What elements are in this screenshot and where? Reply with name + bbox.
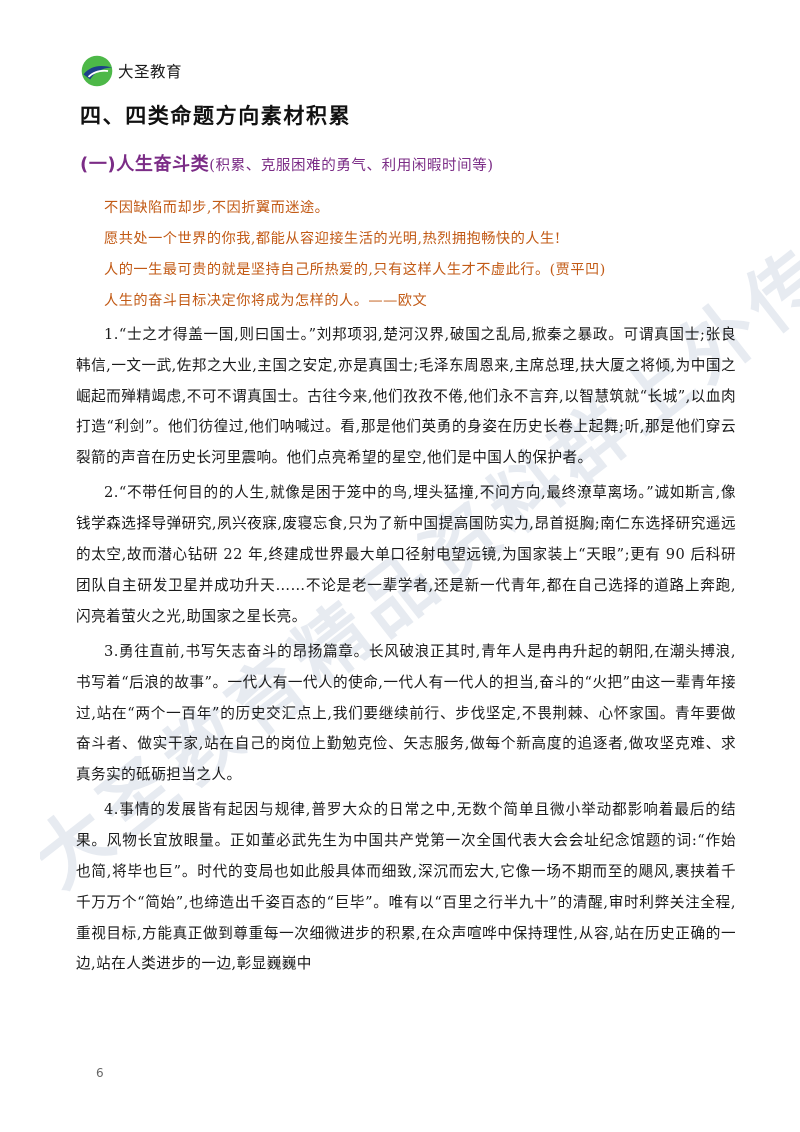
quote-item: 人的一生最可贵的就是坚持自己所热爱的,只有这样人生才不虚此行。(贾平凹) xyxy=(104,262,606,278)
section-subtitle: (积累、克服困难的勇气、利用闲暇时间等) xyxy=(209,158,494,174)
article-body: 1.“士之才得盖一国,则曰国士。”刘邦项羽,楚河汉界,破国之乱局,掀秦之暴政。可… xyxy=(76,320,736,985)
paragraph-4: 4.事情的发展皆有起因与规律,普罗大众的日常之中,无数个简单且微小举动都影响着最… xyxy=(76,801,736,973)
quote-item: 不因缺陷而却步,不因折翼而迷途。 xyxy=(104,200,330,216)
quote-list: 不因缺陷而却步,不因折翼而迷途。 愿共处一个世界的你我,都能从容迎接生活的光明,… xyxy=(104,193,606,317)
section-title: (一)人生奋斗类 xyxy=(80,154,210,175)
brand-logo-icon xyxy=(81,55,113,87)
brand-logo: 大圣教育 xyxy=(80,54,182,88)
quote-item: 人生的奋斗目标决定你将成为怎样的人。——欧文 xyxy=(104,293,428,309)
page-number: 6 xyxy=(96,1066,104,1080)
brand-name: 大圣教育 xyxy=(118,63,183,81)
section-heading: (一)人生奋斗类(积累、克服困难的勇气、利用闲暇时间等) xyxy=(80,150,494,176)
paragraph-1: 1.“士之才得盖一国,则曰国士。”刘邦项羽,楚河汉界,破国之乱局,掀秦之暴政。可… xyxy=(76,326,736,467)
quote-item: 愿共处一个世界的你我,都能从容迎接生活的光明,热烈拥抱畅快的人生! xyxy=(104,231,561,247)
paragraph-3: 3.勇往直前,书写矢志奋斗的昂扬篇章。长风破浪正其时,青年人是冉冉升起的朝阳,在… xyxy=(76,642,736,784)
paragraph-2: 2.“不带任何目的的人生,就像是困于笼中的鸟,埋头猛撞,不问方向,最终潦草离场。… xyxy=(76,484,736,625)
page-title: 四、四类命题方向素材积累 xyxy=(80,104,352,128)
